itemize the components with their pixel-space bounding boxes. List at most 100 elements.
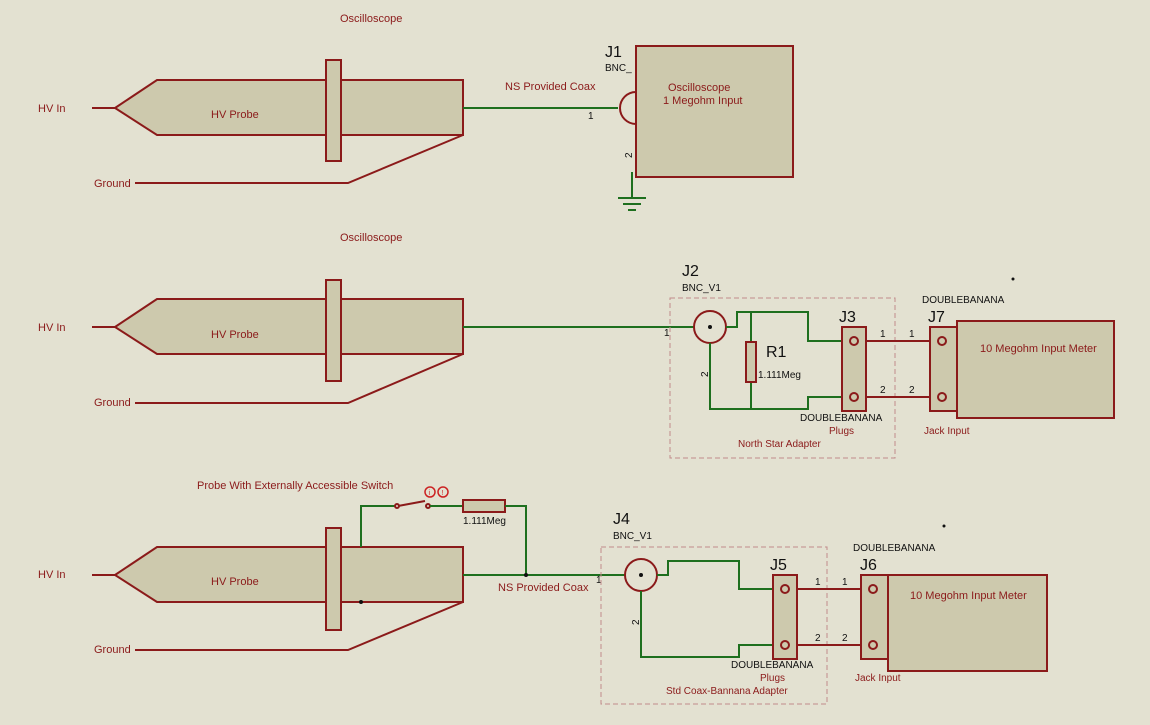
ground-label: Ground bbox=[94, 644, 131, 656]
switch-wire-right bbox=[505, 505, 527, 575]
ground-label: Ground bbox=[94, 178, 131, 190]
ground-symbol bbox=[618, 197, 646, 211]
jack-pin-1-label: 1 bbox=[842, 577, 848, 588]
adapter-jack-ref: J3 bbox=[839, 309, 856, 326]
meter-jack-sub: Jack Input bbox=[924, 426, 970, 437]
stray-dot bbox=[1011, 277, 1015, 281]
jack-pin-2-label: 2 bbox=[909, 385, 915, 396]
plug-pin-1-label: 1 bbox=[815, 577, 821, 588]
pin-1-label: 1 bbox=[588, 111, 594, 122]
bnc-center-pin bbox=[708, 325, 712, 329]
plug-pin-1 bbox=[849, 336, 859, 346]
ground-lead bbox=[135, 353, 464, 404]
return-wire bbox=[640, 591, 773, 658]
section-2: Oscilloscope HV In HV Probe Ground 1 J2 … bbox=[38, 232, 1115, 459]
meter-box bbox=[956, 320, 1115, 419]
warning-icon bbox=[437, 486, 449, 498]
jack-pin-1 bbox=[937, 336, 947, 346]
hv-probe-label: HV Probe bbox=[211, 329, 259, 341]
probe-guard bbox=[325, 59, 342, 162]
section-2-title: Oscilloscope bbox=[340, 232, 402, 244]
junction-dot bbox=[524, 573, 528, 577]
pin-1-label: 1 bbox=[596, 575, 602, 586]
stray-dot bbox=[942, 524, 946, 528]
junction-dot bbox=[359, 600, 363, 604]
switch-badges: i ! bbox=[424, 486, 449, 498]
connector-part: BNC_ bbox=[605, 63, 632, 74]
banana-plug-j5 bbox=[772, 574, 798, 660]
meter-box bbox=[887, 574, 1048, 672]
banana-plug-j3 bbox=[841, 326, 867, 412]
section-3-title: Probe With Externally Accessible Switch bbox=[197, 480, 393, 492]
plug-pin-2 bbox=[849, 392, 859, 402]
ground-label: Ground bbox=[94, 397, 131, 409]
plug-pin-1 bbox=[780, 584, 790, 594]
adapter-outline bbox=[669, 297, 896, 459]
connector-ref: J2 bbox=[682, 263, 699, 280]
connector-part: BNC_V1 bbox=[682, 283, 721, 294]
hv-in-label: HV In bbox=[38, 569, 66, 581]
hv-probe-body bbox=[113, 298, 464, 355]
hv-probe-label: HV Probe bbox=[211, 576, 259, 588]
hv-probe-body bbox=[113, 79, 464, 136]
adapter-jack-sub: Plugs bbox=[829, 426, 854, 437]
pin-2-label: 2 bbox=[631, 619, 642, 625]
meter-jack-part: DOUBLEBANANA bbox=[922, 295, 1005, 306]
hv-probe-body bbox=[113, 546, 464, 603]
connector-ref: J4 bbox=[613, 511, 630, 528]
resistor-value: 1.111Meg bbox=[758, 370, 801, 381]
coax-label: NS Provided Coax bbox=[498, 582, 589, 594]
ground-lead bbox=[135, 601, 464, 651]
info-icon bbox=[424, 486, 436, 498]
oscilloscope-input-label: 1 Megohm Input bbox=[663, 95, 743, 107]
switch-contact-right bbox=[425, 503, 431, 509]
signal-wire bbox=[726, 311, 842, 342]
adapter-outline bbox=[600, 546, 828, 705]
coax-label: NS Provided Coax bbox=[505, 81, 596, 93]
switch-blade bbox=[397, 500, 426, 507]
hv-in-label: HV In bbox=[38, 322, 66, 334]
meter-jack-ref: J7 bbox=[928, 309, 945, 326]
jack-pin-2 bbox=[937, 392, 947, 402]
jack-pin-1-label: 1 bbox=[909, 329, 915, 340]
warning-badge-text: ! bbox=[442, 490, 444, 497]
adapter-label: North Star Adapter bbox=[738, 439, 821, 450]
banana-jack-j7 bbox=[929, 326, 958, 412]
plug-pin-2 bbox=[780, 640, 790, 650]
switch-wire-left bbox=[360, 505, 396, 547]
pin-2-label: 2 bbox=[624, 152, 635, 158]
section-3: Probe With Externally Accessible Switch … bbox=[38, 480, 1048, 705]
adapter-label: Std Coax-Bannana Adapter bbox=[666, 686, 788, 697]
probe-guard bbox=[325, 527, 342, 631]
meter-jack-part: DOUBLEBANANA bbox=[853, 543, 936, 554]
pin-2-label: 2 bbox=[700, 371, 711, 377]
jack-pin-1 bbox=[868, 584, 878, 594]
bnc-center-pin bbox=[639, 573, 643, 577]
section-1-title: Oscilloscope bbox=[340, 13, 402, 25]
jack-pin-2-label: 2 bbox=[842, 633, 848, 644]
info-badge-text: i bbox=[429, 490, 431, 497]
probe-guard bbox=[325, 279, 342, 382]
bnc-connector bbox=[619, 91, 637, 125]
adapter-jack-part: DOUBLEBANANA bbox=[731, 660, 814, 671]
meter-jack-sub: Jack Input bbox=[855, 673, 901, 684]
switch-contact-left bbox=[394, 503, 400, 509]
connector-ref: J1 bbox=[605, 44, 622, 61]
section-1: Oscilloscope HV In HV Probe Ground NS Pr… bbox=[38, 13, 794, 211]
jack-pin-2 bbox=[868, 640, 878, 650]
connector-part: BNC_V1 bbox=[613, 531, 652, 542]
oscilloscope-label: Oscilloscope bbox=[668, 82, 730, 94]
meter-jack-ref: J6 bbox=[860, 557, 877, 574]
signal-wire bbox=[657, 560, 773, 590]
hv-in-label: HV In bbox=[38, 103, 66, 115]
return-wire bbox=[709, 343, 842, 410]
oscilloscope-box bbox=[635, 45, 794, 178]
adapter-jack-ref: J5 bbox=[770, 557, 787, 574]
ground-lead bbox=[135, 134, 464, 184]
meter-label: 10 Megohm Input Meter bbox=[910, 590, 1027, 602]
pin-1-label: 1 bbox=[664, 328, 670, 339]
adapter-jack-sub: Plugs bbox=[760, 673, 785, 684]
hv-probe-label: HV Probe bbox=[211, 109, 259, 121]
switch-resistor-value: 1.111Meg bbox=[463, 516, 506, 527]
